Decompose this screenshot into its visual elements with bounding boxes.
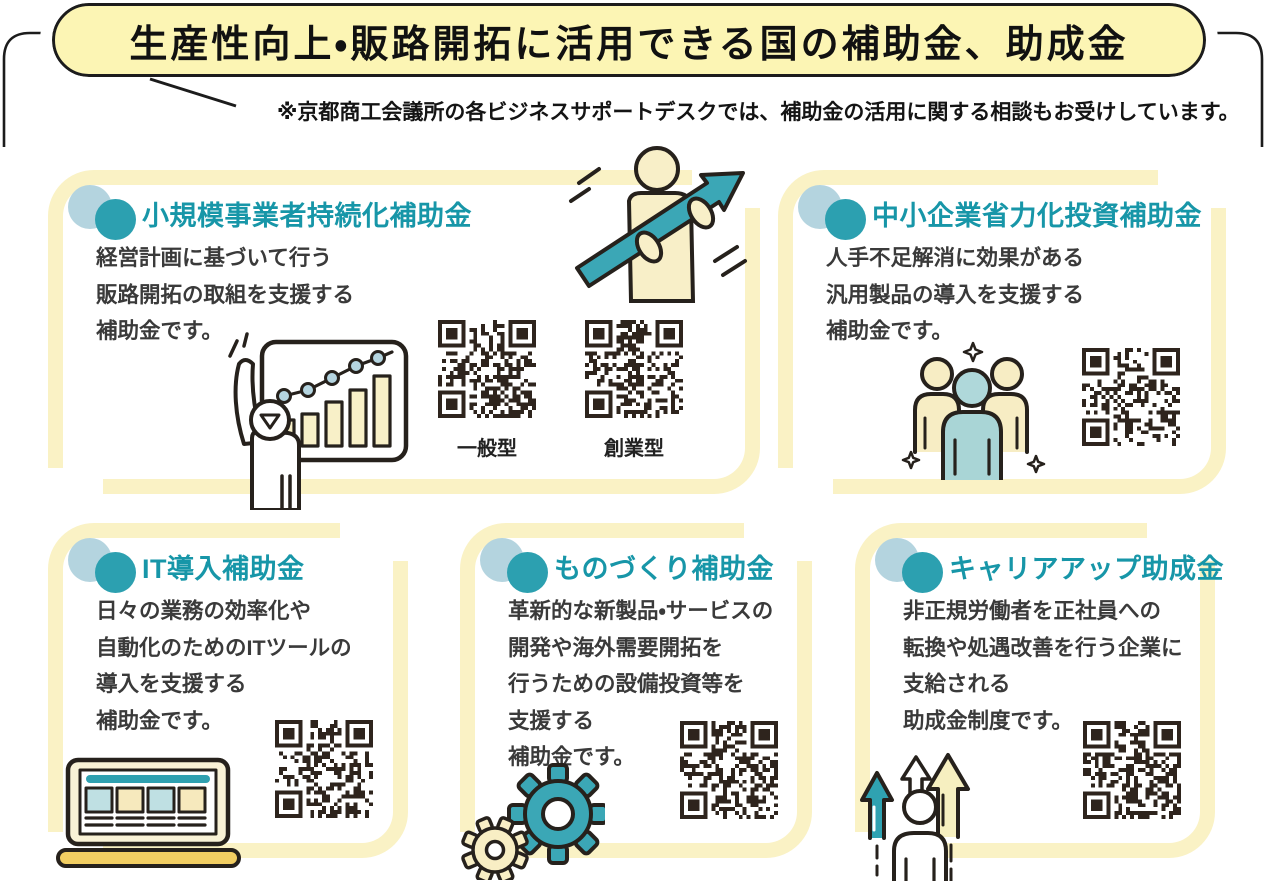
qr-code bbox=[680, 721, 778, 819]
growth-chart-presenter-icon bbox=[228, 332, 409, 510]
qr-code bbox=[275, 720, 373, 818]
card-title: 小規模事業者持続化補助金 bbox=[142, 201, 472, 231]
card-description: 経営計画に基づいて行う 販路開拓の取組を支援する 補助金です。 bbox=[96, 240, 354, 350]
card-description-line: 開発や海外需要開拓を bbox=[508, 635, 724, 660]
card-description-line: 販路開拓の取組を支援する bbox=[96, 282, 355, 307]
card-border-bottom-right bbox=[833, 208, 1226, 494]
card-border-top-left bbox=[48, 170, 692, 468]
qr-label: 一般型 bbox=[457, 438, 517, 460]
career-up-person-icon bbox=[860, 753, 970, 881]
laptop-icon bbox=[56, 757, 241, 868]
card-description-line: 導入を支援する bbox=[96, 672, 247, 696]
card-description-line: 日々の業務の効率化や bbox=[96, 599, 312, 623]
card-description-line: 転換や処遇改善を行う企業に bbox=[903, 635, 1183, 660]
card-description-line: 支給される bbox=[903, 672, 1011, 696]
card-description: 革新的な新製品・サービスの 開発や海外需要開拓を 行うための設備投資等を 支援す… bbox=[508, 593, 773, 776]
card-description-line: 補助金です。 bbox=[96, 708, 223, 733]
rising-arrow-person-icon bbox=[569, 146, 747, 303]
qr-code-ippan bbox=[438, 320, 536, 418]
card-monodzukuri: ものづくり補助金 革新的な新製品・サービスの 開発や海外需要開拓を 行うための設… bbox=[460, 523, 812, 858]
card-border-top-left bbox=[48, 523, 340, 832]
banner-tail bbox=[149, 77, 237, 108]
card-border-top-left bbox=[855, 523, 1147, 832]
card-description: 日々の業務の効率化や 自動化のためのITツールの 導入を支援する 補助金です。 bbox=[96, 593, 352, 739]
bullet-circle-teal bbox=[902, 552, 943, 593]
card-title: IT導入補助金 bbox=[142, 554, 305, 584]
gears-icon bbox=[461, 763, 605, 880]
team-people-icon bbox=[901, 341, 1046, 480]
card-description-line: 助成金制度です。 bbox=[903, 708, 1073, 733]
card-career-up: キャリアアップ助成金 非正規労働者を正社員への 転換や処遇改善を行う企業に 支給… bbox=[855, 523, 1224, 858]
card-shokibo-jizokuka: 小規模事業者持続化補助金 経営計画に基づいて行う 販路開拓の取組を支援する 補助… bbox=[48, 170, 760, 494]
card-border-top-left bbox=[778, 170, 1158, 468]
card-description-line: 非正規労働者を正社員への bbox=[903, 599, 1162, 623]
title-banner: 生産性向上・販路開拓に活用できる国の補助金、助成金 bbox=[40, 0, 1218, 89]
card-description-line: 補助金です。 bbox=[96, 319, 223, 343]
card-description-line: 補助金です。 bbox=[826, 319, 953, 343]
qr-code bbox=[1082, 348, 1180, 446]
card-title: ものづくり補助金 bbox=[554, 554, 774, 584]
card-description-line: 行うための設備投資等を bbox=[508, 672, 745, 696]
card-border-top-left bbox=[460, 523, 744, 832]
card-shoryokuka-toshi: 中小企業省力化投資補助金 人手不足解消に効果がある 汎用製品の導入を支援する 補… bbox=[778, 170, 1226, 494]
bullet-circle-teal bbox=[507, 552, 548, 593]
card-title: キャリアアップ助成金 bbox=[949, 554, 1224, 584]
card-it-donyu: IT導入補助金 日々の業務の効率化や 自動化のためのITツールの 導入を支援する… bbox=[48, 523, 408, 858]
card-description-line: 革新的な新製品・サービスの bbox=[508, 599, 774, 623]
card-description-line: 経営計画に基づいて行う bbox=[96, 246, 332, 270]
card-description: 非正規労働者を正社員への 転換や処遇改善を行う企業に 支給される 助成金制度です… bbox=[903, 593, 1183, 739]
page-title: 生産性向上・販路開拓に活用できる国の補助金、助成金 bbox=[129, 23, 1129, 66]
card-description-line: 補助金です。 bbox=[508, 745, 635, 769]
card-description-line: 人手不足解消に効果がある bbox=[826, 246, 1085, 270]
card-border-bottom-right bbox=[910, 561, 1215, 858]
bullet-circle-teal bbox=[95, 552, 136, 593]
support-note: ※京都商工会議所の各ビジネスサポートデスクでは、補助金の活用に関する相談もお受け… bbox=[277, 101, 1240, 124]
card-title: 中小企業省力化投資補助金 bbox=[872, 201, 1202, 231]
card-description-line: 支援する bbox=[508, 708, 595, 733]
bullet-circle-teal bbox=[825, 199, 866, 240]
qr-code bbox=[1083, 721, 1181, 819]
qr-label: 創業型 bbox=[604, 438, 664, 460]
card-description-line: 汎用製品の導入を支援する bbox=[826, 282, 1085, 307]
content-box-outline bbox=[2, 31, 1264, 147]
card-description: 人手不足解消に効果がある 汎用製品の導入を支援する 補助金です。 bbox=[826, 240, 1084, 350]
bullet-circle-teal bbox=[95, 199, 136, 240]
qr-code-sogyo bbox=[585, 320, 683, 418]
card-description-line: 自動化のためのITツールの bbox=[96, 635, 352, 660]
